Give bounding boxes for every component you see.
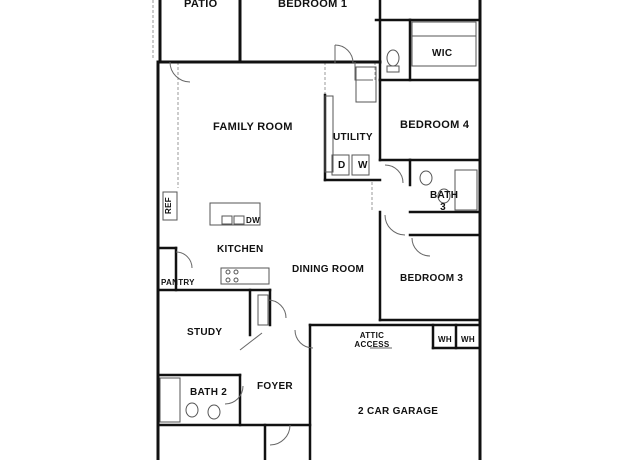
- attic-access-label: ATTIC ACCESS: [352, 331, 392, 349]
- exterior-walls: [156, 0, 482, 460]
- dishwasher-label: DW: [246, 216, 260, 225]
- interior-walls: [156, 0, 482, 460]
- bath3-label-line2: 3: [440, 202, 446, 213]
- foyer-label: FOYER: [257, 381, 293, 392]
- wic-label: WIC: [432, 48, 453, 59]
- attic-access-line2: ACCESS: [354, 340, 390, 349]
- garage-label: 2 CAR GARAGE: [358, 406, 439, 417]
- bath3-label: BATH 3: [430, 190, 459, 214]
- study-label: STUDY: [187, 327, 223, 338]
- washer-label: W: [358, 160, 368, 171]
- family-room-label: FAMILY ROOM: [213, 121, 293, 133]
- dashed-openings: [152, 0, 376, 212]
- bath2-label: BATH 2: [190, 387, 228, 398]
- dryer-label: D: [338, 160, 346, 171]
- attic-access-line1: ATTIC: [359, 331, 385, 340]
- utility-label: UTILITY: [333, 132, 373, 143]
- bath3-label-line1: BATH: [430, 190, 459, 201]
- water-heater-1-label: WH: [438, 335, 452, 344]
- patio-label: PATIO: [184, 0, 218, 10]
- bedroom1-label: BEDROOM 1: [278, 0, 348, 10]
- door-swings: [169, 44, 431, 446]
- fixtures: [159, 21, 478, 423]
- ref-label: REF: [164, 197, 173, 214]
- dining-room-label: DINING ROOM: [292, 264, 365, 275]
- kitchen-label: KITCHEN: [217, 244, 264, 255]
- bedroom4-label: BEDROOM 4: [400, 119, 470, 131]
- pantry-label: PANTRY: [161, 278, 195, 287]
- water-heater-2-label: WH: [461, 335, 475, 344]
- bedroom3-label: BEDROOM 3: [400, 273, 464, 284]
